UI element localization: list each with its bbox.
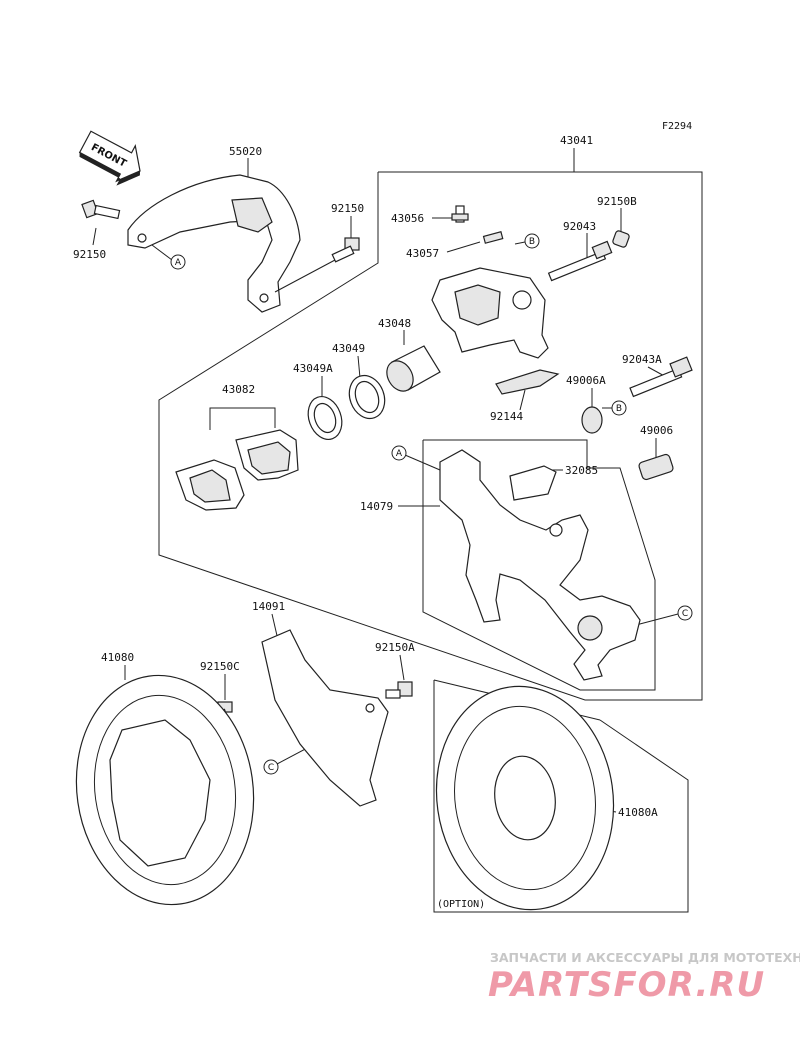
label-49006A: 49006A xyxy=(566,374,606,387)
brake-pads-43082-icon xyxy=(175,429,299,511)
label-43049: 43049 xyxy=(332,342,365,355)
pad-32085-icon xyxy=(509,465,557,501)
caliper-assembly-frame xyxy=(158,171,703,701)
bleeder-cap-43057-icon xyxy=(482,231,504,244)
label-92150A: 92150A xyxy=(375,641,415,654)
ref-marker-a-top: A xyxy=(170,254,186,270)
brake-disc-41080A-icon xyxy=(435,685,615,911)
label-14091: 14091 xyxy=(252,600,285,613)
caliper-body-icon xyxy=(431,267,549,359)
option-label: (OPTION) xyxy=(437,899,485,910)
ref-marker-c-guard: C xyxy=(263,759,279,775)
label-14079: 14079 xyxy=(360,500,393,513)
pin-92043A-icon xyxy=(629,356,693,398)
label-43057: 43057 xyxy=(406,247,439,260)
caliper-bracket-14079-icon xyxy=(439,449,641,681)
svg-text:B: B xyxy=(529,237,535,247)
boot-49006-icon xyxy=(638,453,674,481)
svg-text:C: C xyxy=(682,609,688,619)
pin-92043-icon xyxy=(547,240,613,282)
label-92150C: 92150C xyxy=(200,660,240,673)
bleeder-valve-43056-icon xyxy=(451,205,469,223)
svg-text:B: B xyxy=(616,404,622,414)
spring-92144-icon xyxy=(495,369,560,395)
front-arrow-icon: FRONT xyxy=(78,130,141,186)
watermark-logo: PARTSFOR.RU xyxy=(488,965,765,1005)
bracket-subframe xyxy=(422,439,656,691)
label-92043: 92043 xyxy=(563,220,596,233)
label-92144: 92144 xyxy=(490,410,523,423)
bolt-92150-left-icon xyxy=(81,199,121,220)
brake-disc-41080-icon xyxy=(75,674,255,906)
svg-text:C: C xyxy=(268,763,274,773)
ref-marker-c-bracket: C xyxy=(677,605,693,621)
label-43082: 43082 xyxy=(222,383,255,396)
label-41080: 41080 xyxy=(101,651,134,664)
label-43056: 43056 xyxy=(391,212,424,225)
label-43041: 43041 xyxy=(560,134,593,147)
label-92150-right: 92150 xyxy=(331,202,364,215)
option-frame xyxy=(433,680,689,913)
label-92150B: 92150B xyxy=(597,195,637,208)
label-43048: 43048 xyxy=(378,317,411,330)
ref-marker-a-bracket: A xyxy=(391,445,407,461)
boot-49006A-icon xyxy=(581,406,603,434)
ref-marker-b-top: B xyxy=(524,233,540,249)
label-92150-left: 92150 xyxy=(73,248,106,261)
label-32085: 32085 xyxy=(565,464,598,477)
label-55020: 55020 xyxy=(229,145,262,158)
bolt-92150-right-icon xyxy=(331,237,360,263)
bolt-92150A-icon xyxy=(385,681,413,699)
label-41080A: 41080A xyxy=(618,806,658,819)
watermark-tagline: ЗАПЧАСТИ И АКСЕССУАРЫ ДЛЯ МОТОТЕХНИКИ xyxy=(490,950,800,965)
piston-43048-icon xyxy=(386,345,441,392)
label-49006: 49006 xyxy=(640,424,673,437)
plug-92150B-icon xyxy=(612,230,630,248)
svg-text:A: A xyxy=(175,258,182,268)
caliper-guard-55020-icon xyxy=(127,174,301,313)
label-92043A: 92043A xyxy=(622,353,662,366)
ref-marker-b-right: B xyxy=(611,400,627,416)
disc-guard-14091-icon xyxy=(261,629,389,807)
figure-code: F2294 xyxy=(662,121,692,132)
svg-text:A: A xyxy=(396,449,403,459)
label-43049A: 43049A xyxy=(293,362,333,375)
